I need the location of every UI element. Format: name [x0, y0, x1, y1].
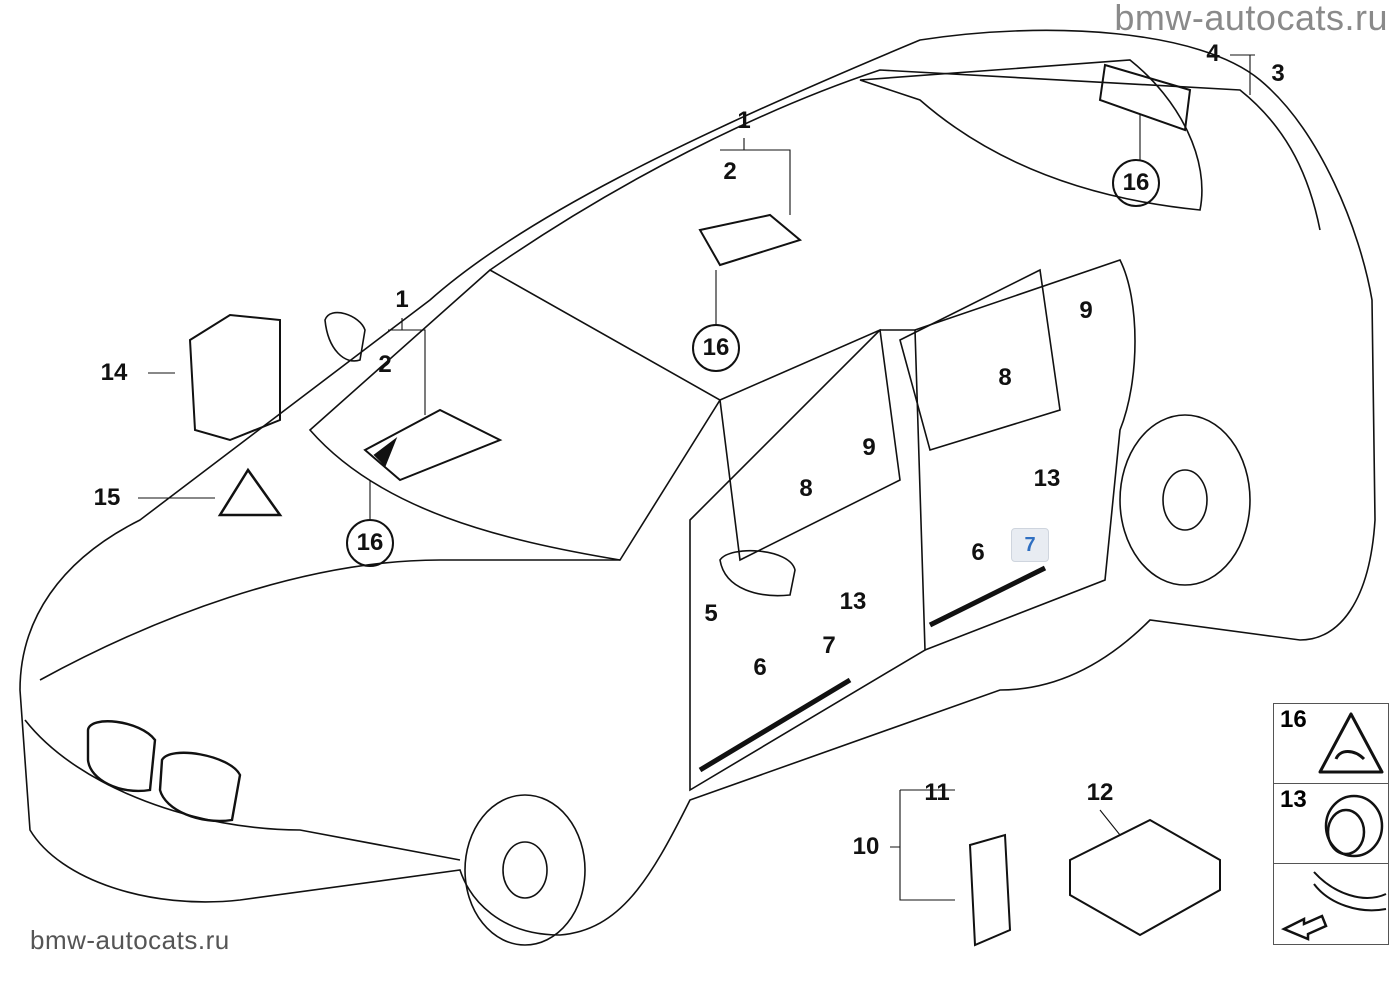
vehicle-front-arrow-icon — [1280, 871, 1387, 941]
door-sill-strip-rear — [928, 565, 1047, 628]
callout-4[interactable]: 4 — [1206, 40, 1220, 67]
front-side-window — [719, 328, 901, 562]
callout-6[interactable]: 6 — [753, 654, 767, 681]
callout-2[interactable]: 2 — [723, 158, 737, 185]
callout-9[interactable]: 9 — [1079, 297, 1093, 324]
interior-lamp-front — [363, 408, 503, 482]
callout-3[interactable]: 3 — [1271, 60, 1285, 87]
car-body-outline — [19, 29, 1376, 936]
rear-wheel-hub — [1162, 469, 1208, 531]
watermark-bottom: bmw-autocats.ru — [30, 925, 230, 955]
front-door — [689, 329, 926, 792]
kidney-grille-right — [158, 751, 242, 823]
remote-key — [968, 833, 1012, 947]
callout-8[interactable]: 8 — [799, 475, 813, 502]
mirror-right — [719, 549, 796, 597]
callout-11[interactable]: 11 — [924, 779, 950, 806]
windshield — [308, 269, 722, 561]
rear-side-window — [899, 268, 1061, 452]
grommet-icon — [1324, 794, 1384, 858]
bulb-kit-box — [1069, 818, 1221, 937]
callout-10[interactable]: 10 — [852, 833, 880, 860]
callout-1[interactable]: 1 — [737, 107, 751, 134]
callout-5[interactable]: 5 — [704, 600, 718, 627]
callout-8[interactable]: 8 — [998, 364, 1012, 391]
rear-wheel — [1119, 414, 1251, 586]
mirror-left — [324, 311, 366, 362]
callout-7-highlighted[interactable]: 7 — [1011, 528, 1049, 562]
door-sill-strip-front — [698, 677, 852, 773]
legend-panel: 16 13 — [1273, 703, 1389, 945]
front-wheel — [464, 794, 586, 946]
callout-16[interactable]: 16 — [692, 324, 740, 372]
callout-15[interactable]: 15 — [93, 484, 121, 511]
callout-1[interactable]: 1 — [395, 286, 409, 313]
interior-lamp-rear — [1098, 63, 1192, 132]
callout-16[interactable]: 16 — [1112, 159, 1160, 207]
callout-9[interactable]: 9 — [862, 434, 876, 461]
hood-line — [39, 559, 620, 681]
callout-2[interactable]: 2 — [378, 351, 392, 378]
callout-14[interactable]: 14 — [100, 359, 128, 386]
callout-13[interactable]: 13 — [839, 588, 867, 615]
warning-triangle-sticker-icon — [1318, 712, 1384, 774]
bumper-line — [24, 719, 461, 861]
glovebox-lamp — [188, 313, 281, 442]
leader-lines — [138, 54, 1255, 901]
warning-triangle-sticker — [217, 467, 283, 517]
watermark-top: bmw-autocats.ru — [1114, 0, 1388, 38]
callout-13[interactable]: 13 — [1033, 465, 1061, 492]
legend-item-13[interactable]: 13 — [1274, 784, 1388, 864]
callout-6[interactable]: 6 — [971, 539, 985, 566]
interior-lamp-center — [698, 213, 803, 267]
callout-16[interactable]: 16 — [346, 519, 394, 567]
rear-window — [859, 59, 1203, 211]
kidney-grille-left — [86, 720, 157, 793]
callout-12[interactable]: 12 — [1086, 779, 1114, 806]
front-wheel-hub — [502, 841, 548, 899]
rear-door — [914, 259, 1136, 651]
legend-item-16[interactable]: 16 — [1274, 704, 1388, 784]
callout-7[interactable]: 7 — [822, 632, 836, 659]
roof-line — [489, 69, 1321, 271]
legend-item-vehicle-front[interactable] — [1274, 864, 1388, 943]
